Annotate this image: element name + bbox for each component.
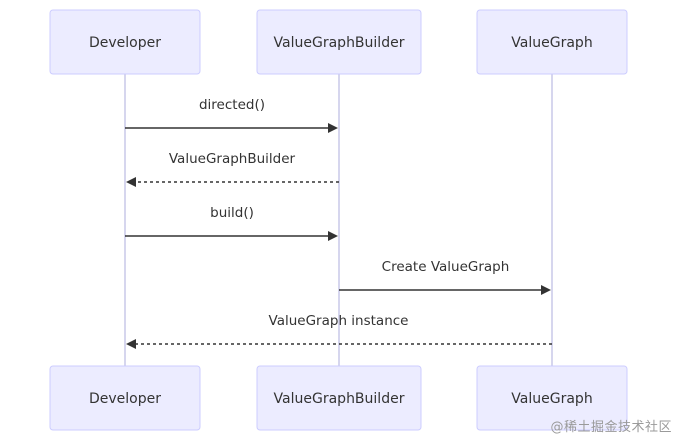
message-valuegraph-instance: ValueGraph instance — [126, 313, 552, 349]
actor-label: ValueGraph — [511, 391, 592, 407]
actor-box — [256, 365, 422, 431]
actor-label: ValueGraph — [511, 35, 592, 51]
actors-top: Developer ValueGraphBuilder ValueGraph — [49, 9, 628, 75]
message-create-valuegraph: Create ValueGraph — [339, 259, 551, 295]
actor-top-developer: Developer — [49, 9, 201, 75]
message-directed: directed() — [125, 97, 338, 133]
message-label: ValueGraph instance — [269, 313, 409, 329]
actor-label: ValueGraphBuilder — [274, 35, 405, 51]
actor-bottom-developer: Developer — [49, 365, 201, 431]
actor-box — [476, 9, 628, 75]
actor-label: Developer — [89, 391, 161, 407]
actors-bottom: Developer ValueGraphBuilder ValueGraph — [49, 365, 628, 431]
message-build: build() — [125, 205, 338, 241]
messages: directed() ValueGraphBuilder build() Create… — [125, 97, 552, 349]
actor-label: ValueGraphBuilder — [274, 391, 405, 407]
message-label: Create ValueGraph — [382, 259, 510, 275]
watermark: @稀土掘金技术社区 — [550, 420, 672, 435]
actor-box — [49, 365, 201, 431]
message-label: ValueGraphBuilder — [169, 151, 296, 167]
arrowhead-icon — [328, 123, 338, 133]
actor-top-valuegraph: ValueGraph — [476, 9, 628, 75]
message-label: directed() — [199, 97, 265, 113]
actor-box — [256, 9, 422, 75]
message-label: build() — [210, 205, 254, 221]
actor-label: Developer — [89, 35, 161, 51]
lifelines — [124, 74, 553, 366]
actor-box — [49, 9, 201, 75]
actor-box — [476, 365, 628, 431]
arrowhead-icon — [126, 177, 136, 187]
arrowhead-icon — [328, 231, 338, 241]
actor-bottom-valuegraph: ValueGraph — [476, 365, 628, 431]
actor-bottom-valuegraphbuilder: ValueGraphBuilder — [256, 365, 422, 431]
arrowhead-icon — [541, 285, 551, 295]
arrowhead-icon — [126, 339, 136, 349]
actor-top-valuegraphbuilder: ValueGraphBuilder — [256, 9, 422, 75]
message-valuegraphbuilder: ValueGraphBuilder — [126, 151, 339, 187]
